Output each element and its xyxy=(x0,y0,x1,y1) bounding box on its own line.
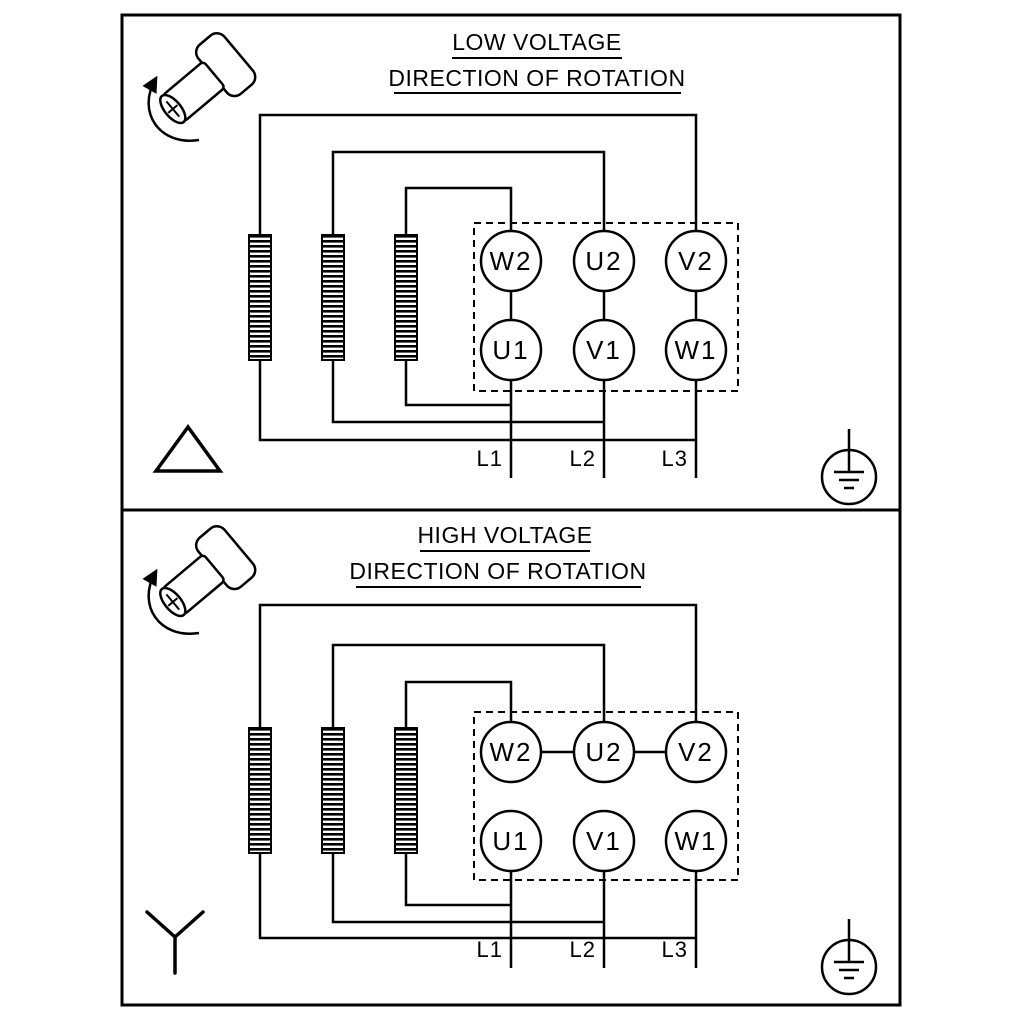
panel-title: HIGH VOLTAGE xyxy=(417,522,592,548)
terminal-v1: V1 xyxy=(572,318,636,382)
line-label-l2: L2 xyxy=(570,446,596,471)
wiring-low-voltage xyxy=(258,113,698,478)
terminal-box-outline xyxy=(473,222,739,392)
panel-title-block: HIGH VOLTAGE DIRECTION OF ROTATION xyxy=(349,522,646,588)
terminal-label: V2 xyxy=(678,246,714,276)
terminal-label: V1 xyxy=(586,335,622,365)
terminal-w1: W1 xyxy=(664,318,728,382)
terminal-w1: W1 xyxy=(664,809,728,873)
winding-coil xyxy=(394,234,418,361)
panel-subtitle: DIRECTION OF ROTATION xyxy=(388,65,685,91)
terminal-box-outline xyxy=(473,711,739,881)
shaft-rotation-icon xyxy=(146,29,259,140)
terminal-w2: W2 xyxy=(479,229,543,293)
terminal-label: U1 xyxy=(492,335,529,365)
terminal-u2: U2 xyxy=(572,720,636,784)
wiring-high-voltage xyxy=(258,603,698,968)
winding-coil xyxy=(394,727,418,854)
terminal-w2: W2 xyxy=(479,720,543,784)
terminal-label: W2 xyxy=(490,737,533,767)
panel-title-block: LOW VOLTAGE DIRECTION OF ROTATION xyxy=(388,29,685,94)
terminal-label: U2 xyxy=(585,246,622,276)
panel-title: LOW VOLTAGE xyxy=(452,29,622,55)
line-label-l3: L3 xyxy=(662,446,688,471)
delta-symbol-icon xyxy=(152,424,224,473)
shaft-rotation-icon xyxy=(146,522,259,633)
terminal-v2: V2 xyxy=(664,720,728,784)
line-label-l2: L2 xyxy=(570,937,596,962)
earth-ground-icon xyxy=(820,427,878,506)
terminal-label: U2 xyxy=(585,737,622,767)
winding-coil xyxy=(321,234,345,361)
terminal-label: U1 xyxy=(492,826,529,856)
terminal-u2: U2 xyxy=(572,229,636,293)
earth-ground-icon xyxy=(820,917,878,996)
panel-subtitle: DIRECTION OF ROTATION xyxy=(349,558,646,584)
terminal-u1: U1 xyxy=(479,318,543,382)
terminal-label: W1 xyxy=(675,826,718,856)
winding-coil xyxy=(248,727,272,854)
line-label-l3: L3 xyxy=(662,937,688,962)
line-label-l1: L1 xyxy=(477,446,503,471)
panel-low-voltage: LOW VOLTAGE DIRECTION OF ROTATION xyxy=(146,29,878,506)
terminal-label: V1 xyxy=(586,826,622,856)
terminal-u1: U1 xyxy=(479,809,543,873)
terminal-label: V2 xyxy=(678,737,714,767)
line-label-l1: L1 xyxy=(477,937,503,962)
winding-coil xyxy=(248,234,272,361)
panel-high-voltage: HIGH VOLTAGE DIRECTION OF ROTATION xyxy=(145,522,878,996)
terminal-label: W1 xyxy=(675,335,718,365)
winding-coil xyxy=(321,727,345,854)
star-symbol-icon xyxy=(145,910,205,975)
terminal-v1: V1 xyxy=(572,809,636,873)
terminal-label: W2 xyxy=(490,246,533,276)
terminal-v2: V2 xyxy=(664,229,728,293)
